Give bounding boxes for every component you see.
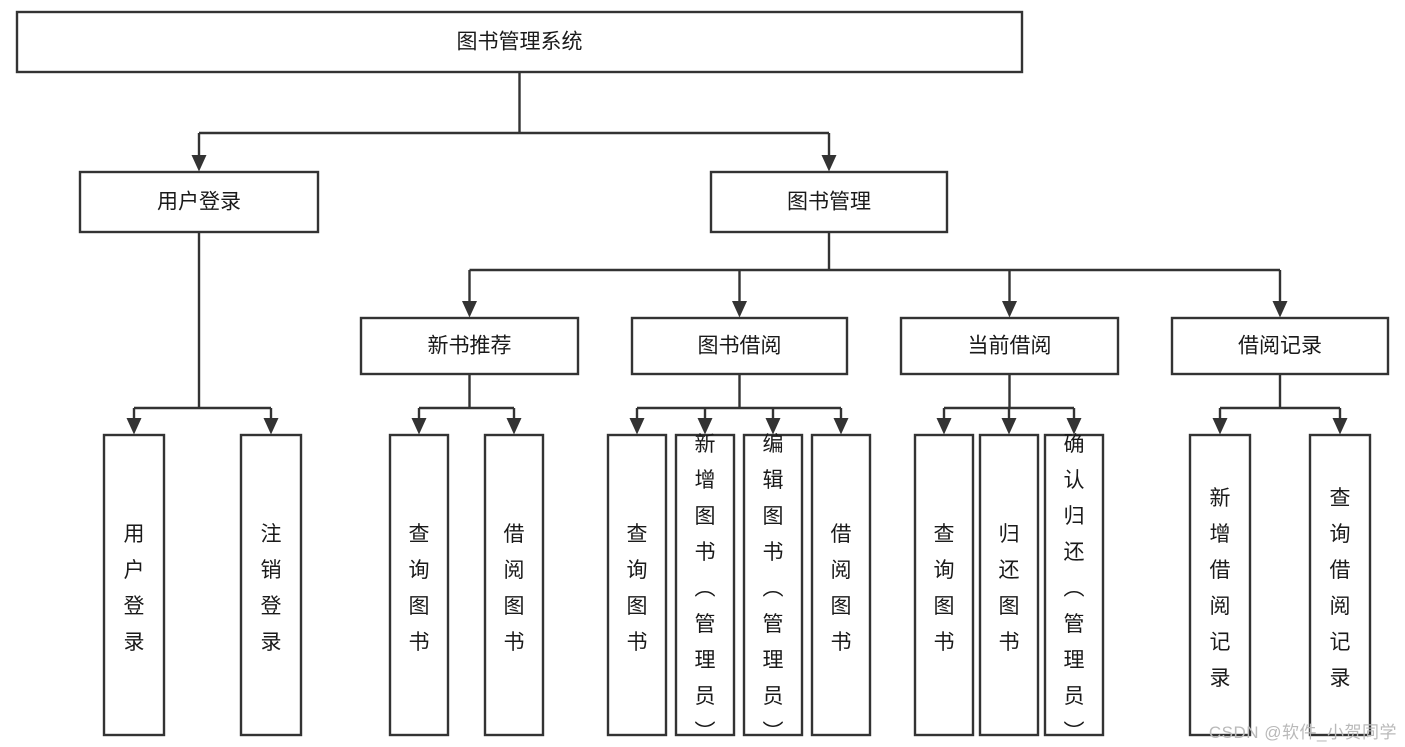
- node-label: 图书管理系统: [457, 31, 583, 54]
- node-label: 用户登录: [124, 523, 145, 654]
- node-box: [606, 433, 668, 737]
- arrow-head-icon: [1212, 418, 1228, 435]
- node-label: 查询图书: [409, 523, 430, 654]
- arrow-head-icon: [1066, 418, 1082, 435]
- arrow-head-icon: [126, 418, 142, 435]
- node-n-user-login[interactable]: 用户登录: [78, 170, 320, 234]
- node-label: 查询图书: [934, 523, 955, 654]
- arrow-head-icon: [732, 301, 747, 318]
- node-box: [674, 433, 736, 737]
- node-label: 确认归还︵管理员︶: [1064, 433, 1085, 744]
- node-label: 借阅记录: [1238, 335, 1322, 358]
- arrow-head-icon: [936, 418, 952, 435]
- node-label: 借阅图书: [831, 523, 852, 654]
- node-label: 新增图书︵管理员︶: [695, 433, 716, 744]
- node-label: 借阅图书: [504, 523, 525, 654]
- node-box: [810, 433, 872, 737]
- node-label: 新书推荐: [428, 335, 512, 358]
- node-box: [483, 433, 545, 737]
- node-l-query-book-1[interactable]: 查询图书: [388, 433, 450, 737]
- connector-layer: [126, 72, 1348, 435]
- node-box: [359, 316, 580, 376]
- node-box: [630, 316, 849, 376]
- node-label: 新增借阅记录: [1210, 487, 1231, 690]
- node-label: 图书管理: [787, 191, 871, 214]
- node-label: 用户登录: [157, 191, 241, 214]
- node-n-book-borrow[interactable]: 图书借阅: [630, 316, 849, 376]
- node-box: [78, 170, 320, 234]
- node-l-borrow-book-1[interactable]: 借阅图书: [483, 433, 545, 737]
- node-l-confirm-return[interactable]: 确认归还︵管理员︶: [1043, 433, 1105, 744]
- node-box: [1170, 316, 1390, 376]
- node-label: 编辑图书︵管理员︶: [763, 433, 784, 744]
- node-l-logout[interactable]: 注销登录: [239, 433, 303, 737]
- arrow-head-icon: [191, 155, 207, 172]
- arrow-head-icon: [506, 418, 522, 435]
- node-label: 查询图书: [627, 523, 648, 654]
- node-box: [709, 170, 949, 234]
- arrow-head-icon: [1002, 301, 1017, 318]
- node-n-new-book-rec[interactable]: 新书推荐: [359, 316, 580, 376]
- node-box: [913, 433, 975, 737]
- node-box: [978, 433, 1040, 737]
- node-box: [15, 10, 1024, 74]
- node-n-book-mgmt[interactable]: 图书管理: [709, 170, 949, 234]
- arrow-head-icon: [411, 418, 427, 435]
- node-l-user-login[interactable]: 用户登录: [102, 433, 166, 737]
- arrow-head-icon: [1272, 301, 1288, 318]
- node-label: 归还图书: [999, 523, 1020, 654]
- arrow-head-icon: [629, 418, 645, 435]
- node-l-add-record[interactable]: 新增借阅记录: [1188, 433, 1252, 737]
- node-box: [899, 316, 1120, 376]
- node-box: [102, 433, 166, 737]
- node-label: 当前借阅: [968, 335, 1052, 358]
- arrow-head-icon: [697, 418, 713, 435]
- node-n-borrow-record[interactable]: 借阅记录: [1170, 316, 1390, 376]
- node-box: [742, 433, 804, 737]
- node-box: [239, 433, 303, 737]
- node-n-current-borrow[interactable]: 当前借阅: [899, 316, 1120, 376]
- node-layer: 图书管理系统用户登录图书管理新书推荐图书借阅当前借阅借阅记录用户登录注销登录查询…: [15, 10, 1390, 744]
- watermark-label: CSDN @软件_小贺同学: [1208, 723, 1397, 742]
- node-l-add-book[interactable]: 新增图书︵管理员︶: [674, 433, 736, 744]
- node-box: [1308, 433, 1372, 737]
- arrow-head-icon: [833, 418, 849, 435]
- arrow-head-icon: [263, 418, 279, 435]
- node-label: 注销登录: [261, 523, 282, 654]
- node-l-query-book-2[interactable]: 查询图书: [606, 433, 668, 737]
- node-l-borrow-book-2[interactable]: 借阅图书: [810, 433, 872, 737]
- arrow-head-icon: [1001, 418, 1017, 435]
- node-label: 查询借阅记录: [1330, 487, 1351, 690]
- node-l-query-book-3[interactable]: 查询图书: [913, 433, 975, 737]
- node-box: [1043, 433, 1105, 737]
- node-box: [1188, 433, 1252, 737]
- node-l-query-record[interactable]: 查询借阅记录: [1308, 433, 1372, 737]
- arrow-head-icon: [462, 301, 477, 318]
- node-label: 图书借阅: [698, 335, 782, 358]
- node-l-edit-book[interactable]: 编辑图书︵管理员︶: [742, 433, 804, 744]
- node-root[interactable]: 图书管理系统: [15, 10, 1024, 74]
- arrow-head-icon: [1332, 418, 1348, 435]
- arrow-head-icon: [821, 155, 837, 172]
- node-box: [388, 433, 450, 737]
- arrow-head-icon: [765, 418, 781, 435]
- node-l-return-book[interactable]: 归还图书: [978, 433, 1040, 737]
